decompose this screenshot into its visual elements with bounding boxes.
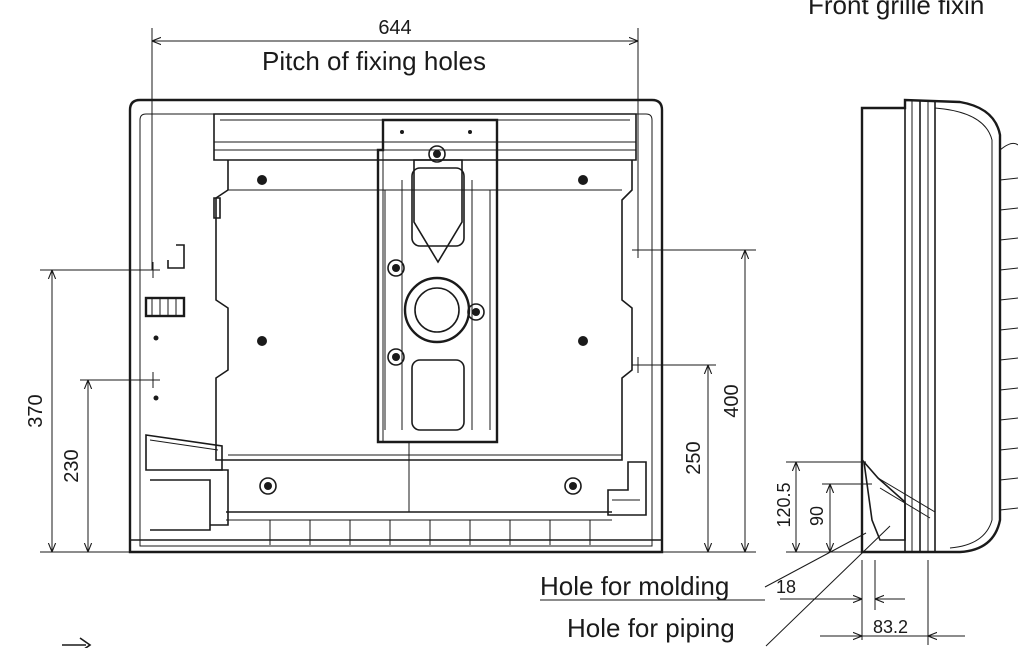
label-pitch-of-fixing-holes: Pitch of fixing holes (262, 46, 486, 76)
front-view (128, 98, 664, 554)
back-plate (215, 160, 633, 461)
dimension-230 (80, 372, 160, 552)
molding (862, 459, 906, 541)
label-18: 18 (776, 577, 796, 597)
label-120-5: 120.5 (774, 482, 794, 527)
label-90: 90 (807, 506, 827, 526)
label-83-2: 83.2 (873, 617, 908, 637)
leader-hole-piping (765, 525, 891, 647)
fixing-hole (257, 175, 267, 185)
dimension-120-5 (786, 461, 866, 553)
mounting-rail (213, 113, 637, 161)
label-230: 230 (61, 449, 83, 482)
dimension-83-2 (820, 560, 965, 645)
dimension-370 (40, 262, 160, 553)
label-hole-for-piping: Hole for piping (567, 613, 735, 643)
label-400: 400 (721, 384, 743, 417)
caption-front-grille: Front grille fixin (808, 0, 984, 20)
dimension-250 (632, 357, 716, 552)
direction-arrow-icon (62, 637, 92, 648)
label-644: 644 (378, 17, 411, 39)
dimension-90 (822, 483, 872, 552)
label-370: 370 (25, 394, 47, 427)
fixing-hole (578, 336, 588, 346)
dimension-644 (151, 28, 639, 270)
side-view (860, 98, 1018, 554)
label-250: 250 (683, 441, 705, 474)
center-bracket (376, 118, 499, 444)
dimension-18 (780, 560, 905, 640)
fixing-hole (578, 175, 588, 185)
side-casing-outline (860, 98, 1002, 554)
dimension-400 (632, 242, 756, 553)
label-hole-for-molding: Hole for molding (540, 571, 729, 601)
fixing-hole (257, 336, 267, 346)
leader-hole-molding (764, 532, 867, 588)
